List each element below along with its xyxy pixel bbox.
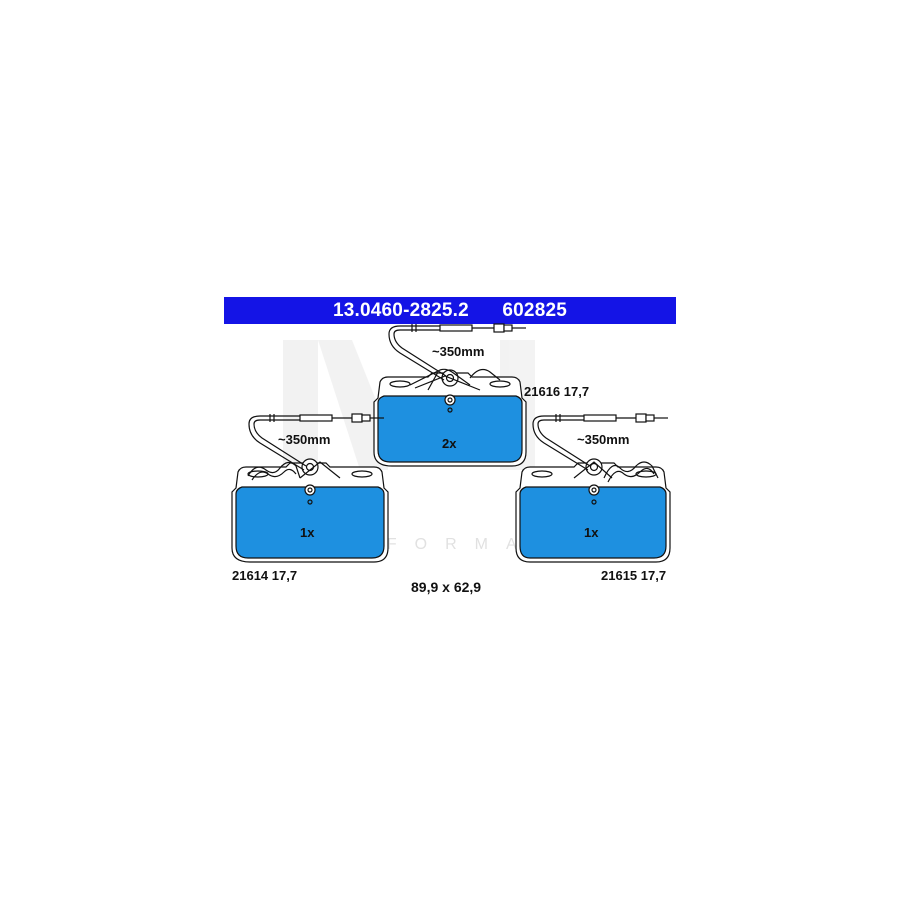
short-code: 602825 bbox=[502, 299, 567, 321]
pad-dimensions: 89,9 x 62,9 bbox=[411, 579, 482, 595]
pad-left-friction bbox=[235, 486, 385, 559]
pad-right bbox=[515, 413, 671, 563]
pad-top-wire-length: ~350mm bbox=[432, 344, 485, 359]
pad-left bbox=[231, 413, 389, 563]
pad-top-quantity: 2x bbox=[442, 436, 457, 451]
pad-right-code: 21615 17,7 bbox=[601, 568, 667, 583]
header-title: 13.0460-2825.2 602825 bbox=[319, 300, 581, 322]
part-number: 13.0460-2825.2 bbox=[332, 299, 469, 321]
pad-left-code: 21614 17,7 bbox=[232, 568, 298, 583]
pad-top-friction bbox=[377, 395, 523, 463]
pad-right-friction bbox=[519, 486, 667, 559]
pad-left-quantity: 1x bbox=[300, 525, 315, 540]
pad-top bbox=[373, 323, 527, 467]
pad-top-code: 21616 17,7 bbox=[524, 384, 590, 399]
header-bar: 13.0460-2825.2 602825 bbox=[224, 297, 676, 324]
pad-right-quantity: 1x bbox=[584, 525, 599, 540]
pad-left-wire-length: ~350mm bbox=[278, 432, 331, 447]
pad-right-wire-length: ~350mm bbox=[577, 432, 630, 447]
